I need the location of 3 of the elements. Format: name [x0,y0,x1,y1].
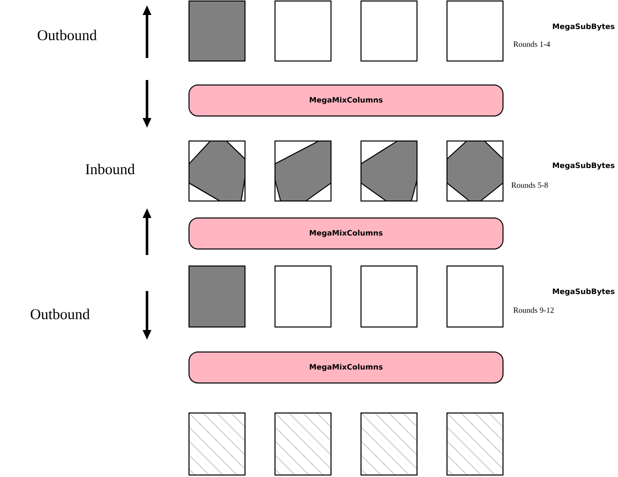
phase-label: Outbound [38,30,97,40]
phase-label: Outbound [30,308,90,320]
phase-label: Inbound [86,164,135,174]
